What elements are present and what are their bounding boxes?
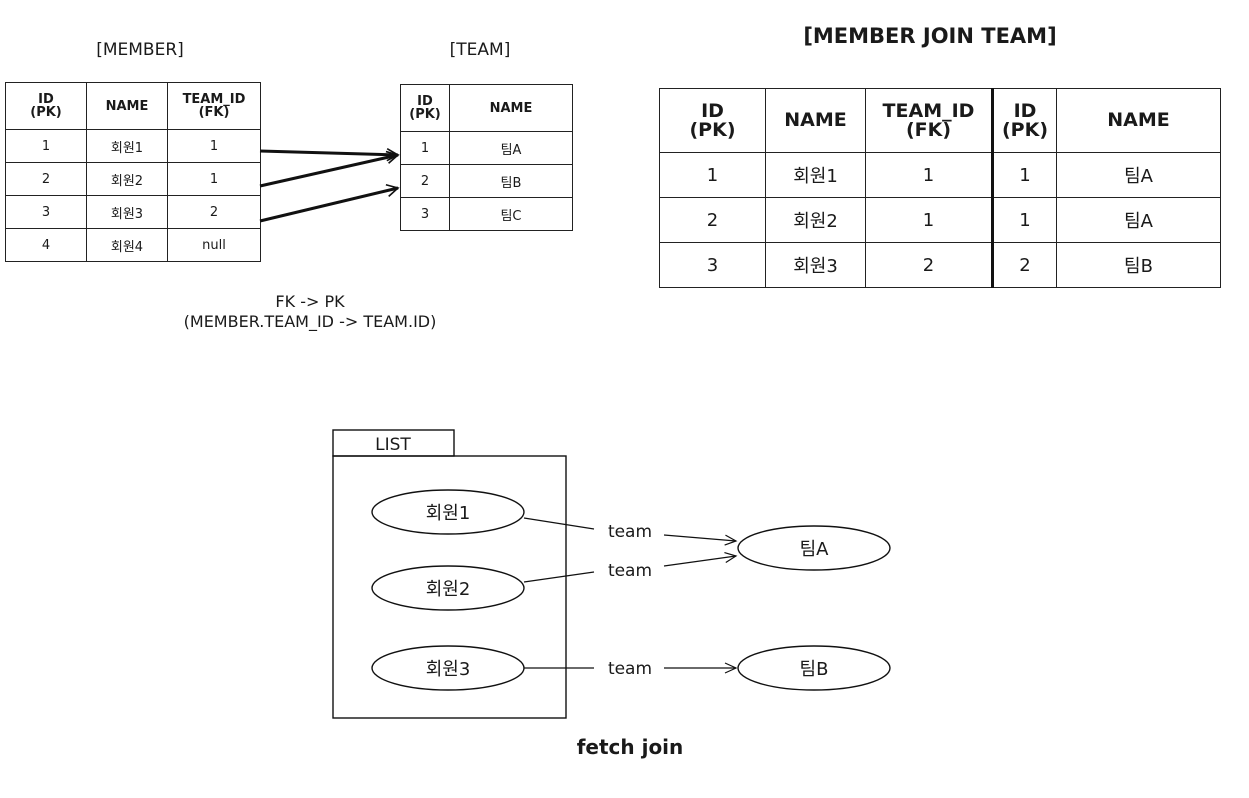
cell: 1 [991,197,1057,243]
member-node-1 [371,489,525,535]
cell: 3 [400,197,450,231]
table-row: 3 회원3 2 2 팀B [659,242,1221,288]
edge-2-in [523,571,595,583]
cell: 1 [865,152,993,198]
cell: 2 [659,197,766,243]
cell: 3 [659,242,766,288]
team-node-a-label: 팀A [800,539,830,560]
join-header-team-pk: ID (PK) [991,88,1057,153]
cell: 4 [5,228,87,262]
list-label: LIST [375,435,411,455]
member-table: ID (PK) NAME TEAM_ID (FK) 1 회원1 1 2 회원2 … [5,82,261,262]
table-row: 2 팀B [400,164,573,198]
cell: 2 [5,162,87,196]
list-frame [332,455,567,719]
team-node-a [737,525,891,571]
member-header-team-id: TEAM_ID (FK) [167,82,261,130]
cell: 회원1 [765,152,866,198]
cell: 2 [991,242,1057,288]
cell: 팀B [1056,242,1221,288]
member-table-caption: [MEMBER] [96,40,184,60]
member-node-2-label: 회원2 [426,579,471,600]
member-header-id: ID (PK) [5,82,87,130]
cell: 1 [991,152,1057,198]
member-table-header: ID (PK) NAME TEAM_ID (FK) [5,82,261,130]
edge-2-out [663,551,738,567]
fk-note: FK -> PK (MEMBER.TEAM_ID -> TEAM.ID) [130,292,490,332]
edge-2-label: team [608,561,652,581]
cell: 회원2 [765,197,866,243]
cell: 팀A [1056,197,1221,243]
join-header-team-id: TEAM_ID (FK) [865,88,993,153]
join-header-team-name: NAME [1056,88,1221,153]
cell: 2 [865,242,993,288]
cell: 1 [5,129,87,163]
fk-note-line-1: FK -> PK [275,292,345,311]
cell: null [167,228,261,262]
cell: 팀C [449,197,573,231]
cell: 2 [400,164,450,198]
table-row: 2 회원2 1 [5,162,261,196]
fk-arrow-1 [259,147,400,162]
cell: 회원2 [86,162,168,196]
cell: 1 [167,162,261,196]
cell: 회원1 [86,129,168,163]
fk-arrow-3 [259,183,400,223]
table-row: 3 회원3 2 [5,195,261,229]
cell: 팀B [449,164,573,198]
list-tab [332,429,455,457]
member-node-3-label: 회원3 [426,659,471,680]
edge-1-in [523,517,595,530]
cell: 회원4 [86,228,168,262]
table-row: 1 회원1 1 [5,129,261,163]
table-row: 3 팀C [400,197,573,231]
table-row: 1 회원1 1 1 팀A [659,152,1221,198]
join-header-member-id: ID (PK) [659,88,766,153]
team-header-id: ID (PK) [400,84,450,132]
team-table-header: ID (PK) NAME [400,84,573,132]
cell: 2 [167,195,261,229]
cell: 회원3 [765,242,866,288]
fk-note-line-2: (MEMBER.TEAM_ID -> TEAM.ID) [183,312,437,331]
edge-1-out [663,534,738,546]
team-node-b-label: 팀B [800,659,829,680]
join-table-header: ID (PK) NAME TEAM_ID (FK) ID (PK) NAME [659,88,1221,153]
join-header-member-name: NAME [765,88,866,153]
team-header-name: NAME [449,84,573,132]
join-table-caption: [MEMBER JOIN TEAM] [803,24,1057,48]
edge-3-label: team [608,659,652,679]
table-row: 4 회원4 null [5,228,261,262]
cell: 팀A [1056,152,1221,198]
edge-1-label: team [608,522,652,542]
member-node-1-label: 회원1 [426,503,471,524]
cell: 회원3 [86,195,168,229]
member-node-2 [371,565,525,611]
fk-arrow-2 [259,150,400,188]
team-table: ID (PK) NAME 1 팀A 2 팀B 3 팀C [400,84,573,231]
team-node-b [737,645,891,691]
team-table-caption: [TEAM] [449,40,511,60]
fetch-join-caption: fetch join [576,735,684,759]
join-table: ID (PK) NAME TEAM_ID (FK) ID (PK) NAME 1… [659,88,1221,288]
